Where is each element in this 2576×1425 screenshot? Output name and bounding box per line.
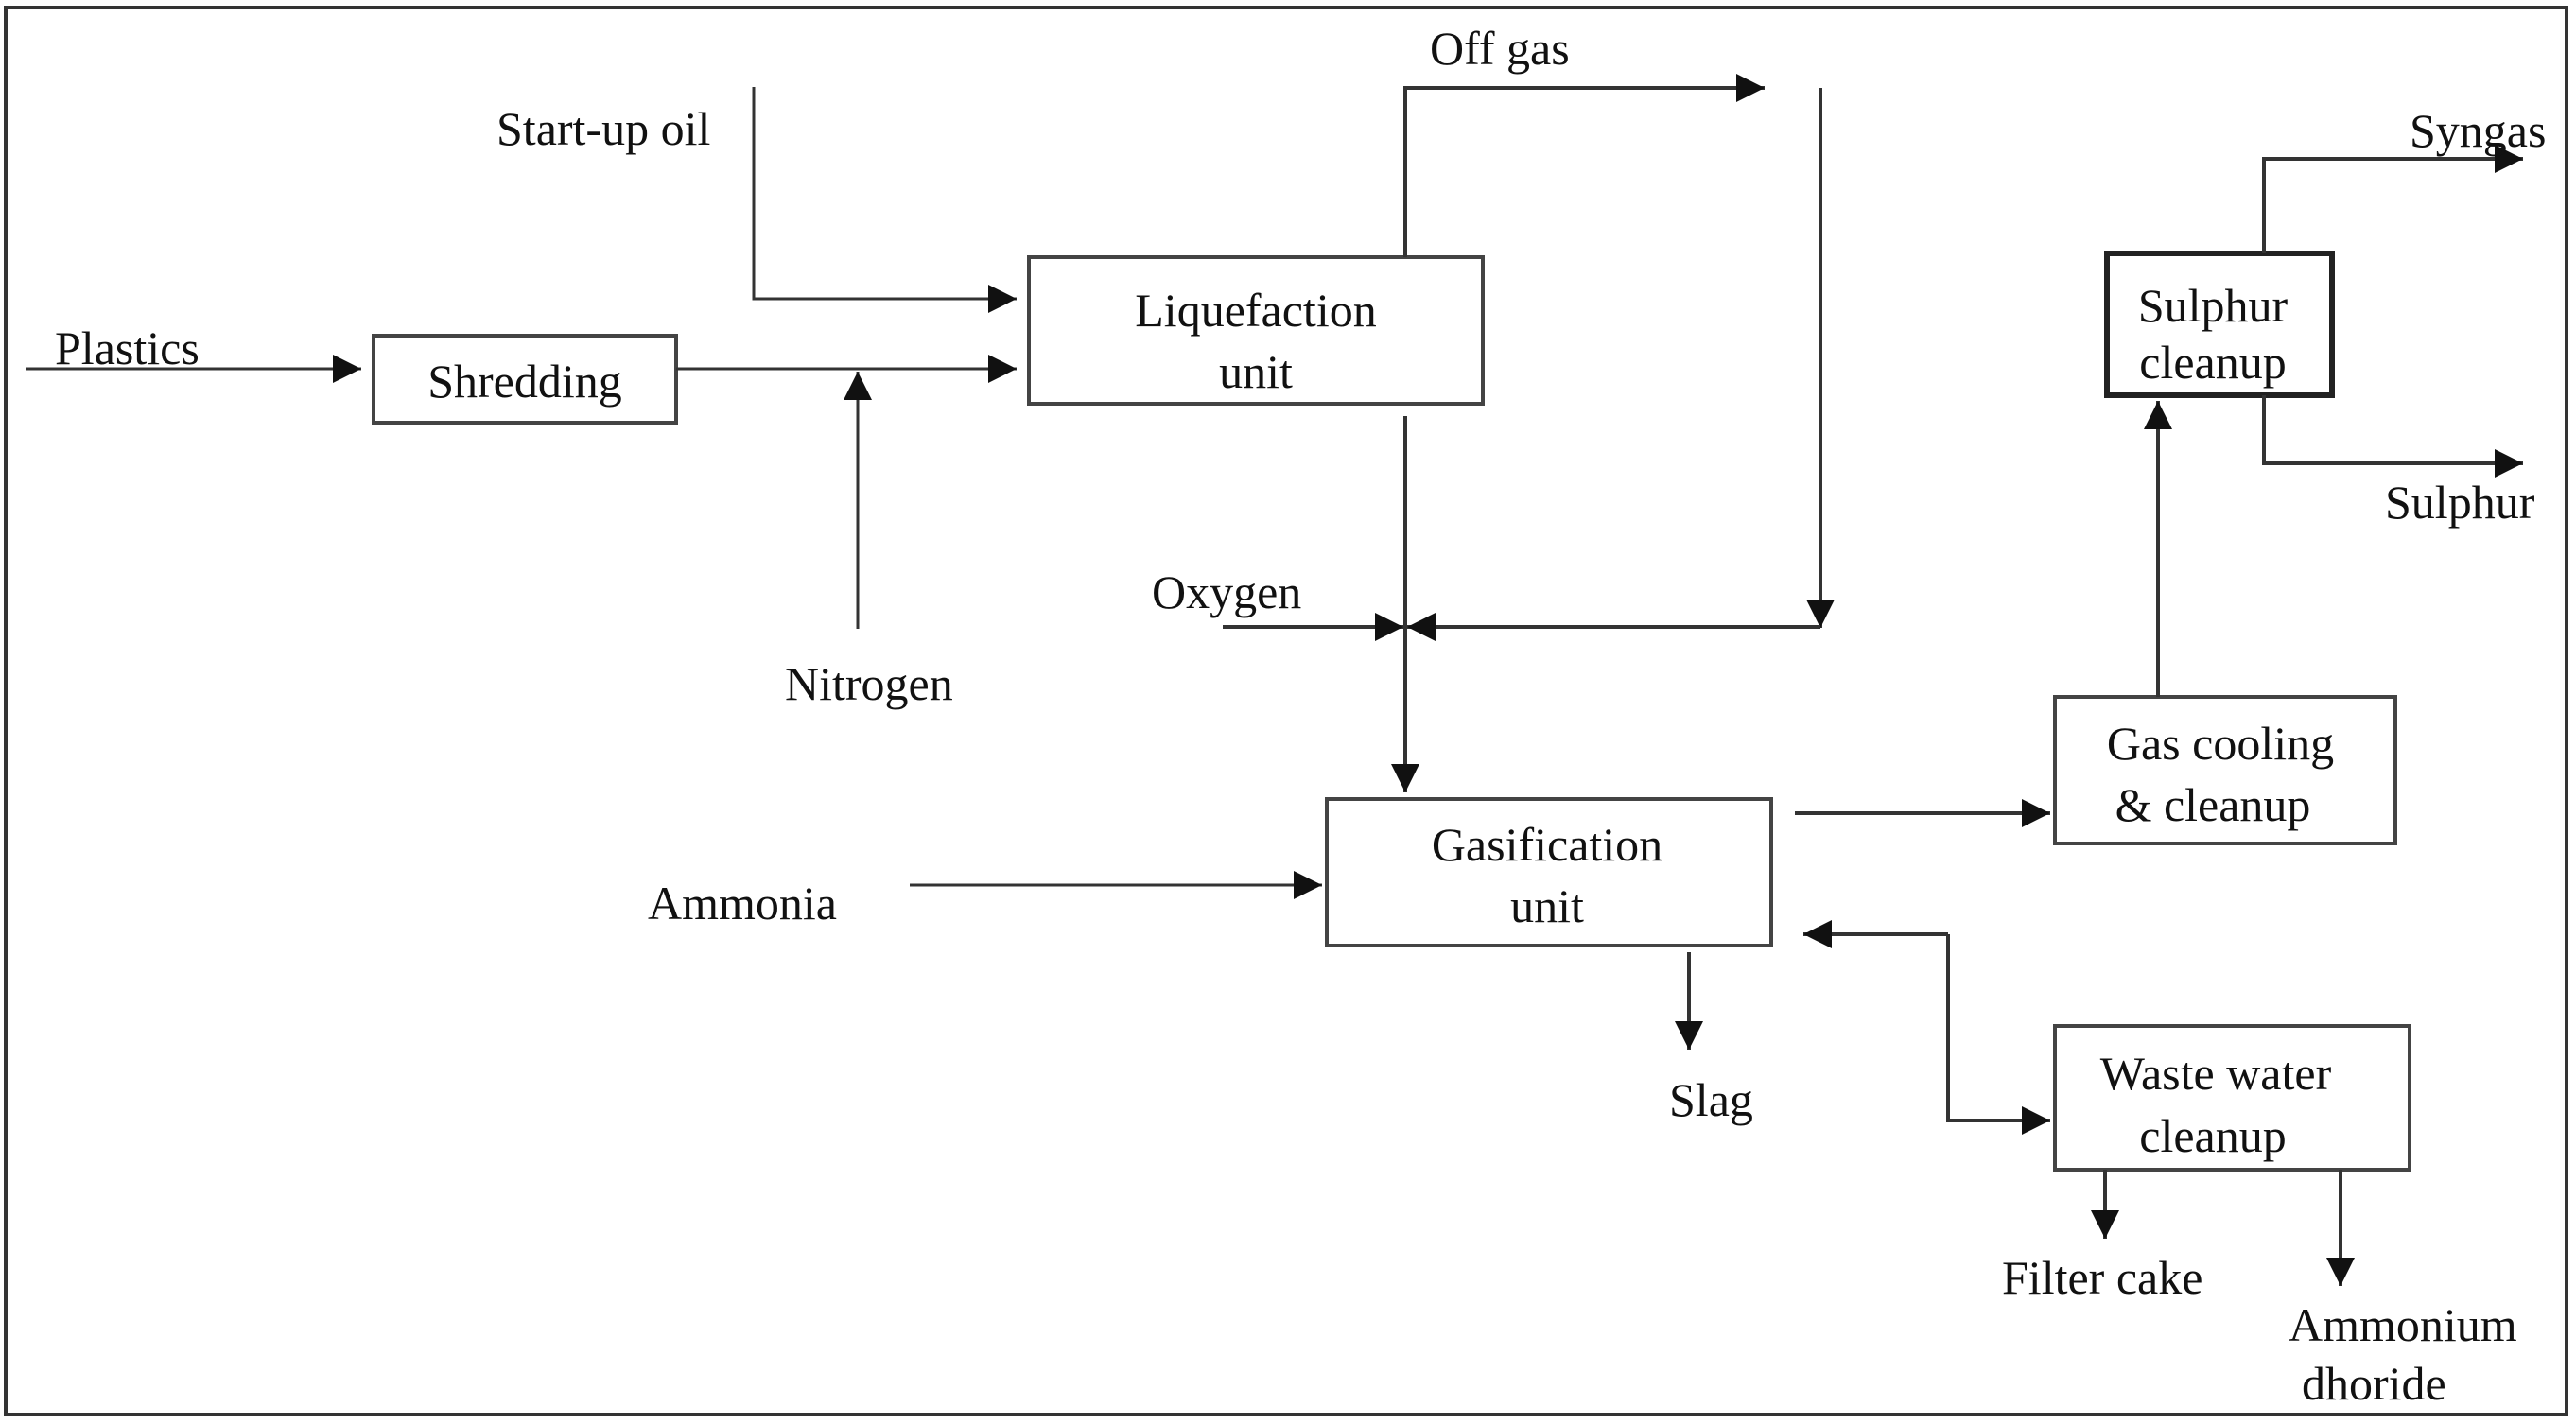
gas-cooling-label-line1: Gas cooling xyxy=(2107,717,2334,770)
sulphur-cleanup-label-line2: cleanup xyxy=(2139,336,2286,389)
syngas-label: Syngas xyxy=(2410,104,2546,157)
plastics-label: Plastics xyxy=(55,321,200,374)
off-gas-label: Off gas xyxy=(1430,22,1570,75)
shredding-box xyxy=(372,334,678,425)
gasification-label-line1: Gasification xyxy=(1432,818,1662,871)
ammonia-label: Ammonia xyxy=(648,877,837,930)
oxygen-label: Oxygen xyxy=(1152,565,1301,618)
sulphur-cleanup-label-line1: Sulphur xyxy=(2138,279,2289,332)
waste-water-label-line2: cleanup xyxy=(2139,1109,2286,1162)
ammonium-label-line1: Ammonium xyxy=(2289,1298,2517,1351)
startup-oil-arrow xyxy=(752,87,1017,313)
startup-oil-label: Start-up oil xyxy=(496,102,710,155)
sulphur-label: Sulphur xyxy=(2385,476,2535,529)
liquefaction-label-line1: Liquefaction xyxy=(1135,284,1376,337)
gas-cooling-label-line2: & cleanup xyxy=(2115,778,2311,831)
to-waste-water-arrow xyxy=(1946,934,2050,1135)
ammonium-label-line2: dhoride xyxy=(2302,1357,2446,1410)
gasification-unit-box xyxy=(1325,797,1773,947)
liquefaction-label-line2: unit xyxy=(1219,345,1293,398)
syngas-arrow xyxy=(2262,145,2523,253)
sulphur-cleanup-box xyxy=(2104,251,2335,398)
gasification-label-line2: unit xyxy=(1510,879,1584,932)
shredding-label: Shredding xyxy=(427,355,622,408)
nitrogen-label: Nitrogen xyxy=(785,657,953,710)
waste-water-label-line1: Waste water xyxy=(2100,1047,2332,1100)
diagram-frame xyxy=(4,6,2568,1416)
sulphur-arrow xyxy=(2262,395,2523,478)
slag-label: Slag xyxy=(1669,1073,1753,1126)
filter-cake-label: Filter cake xyxy=(2002,1251,2202,1304)
off-gas-line xyxy=(1403,86,1765,257)
gas-cooling-cleanup-box xyxy=(2053,695,2397,845)
liquefaction-unit-box xyxy=(1027,255,1485,406)
waste-water-cleanup-box xyxy=(2053,1024,2411,1172)
